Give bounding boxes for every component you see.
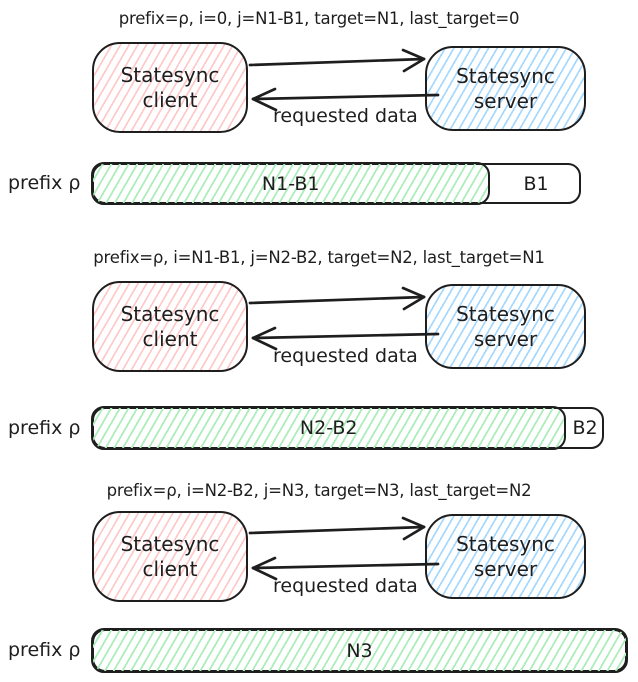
server-label-line2: server — [473, 326, 538, 351]
client-label-line2: client — [142, 326, 198, 351]
client-label-line1: Statesync — [120, 531, 220, 556]
prefix-label: prefix ρ — [8, 417, 81, 439]
synced-segment-label: N2-B2 — [299, 417, 358, 439]
server-label-line2: server — [473, 88, 538, 113]
statesync-client-box: Statesync client — [92, 511, 248, 602]
server-label-line1: Statesync — [456, 301, 555, 326]
step-2-params: prefix=ρ, i=N1-B1, j=N2-B2, target=N2, l… — [93, 248, 545, 267]
remaining-segment: B2 — [568, 409, 602, 447]
state-progress-bar: N2-B2 B2 — [91, 406, 604, 450]
server-label-line2: server — [473, 556, 538, 581]
prefix-label: prefix ρ — [8, 172, 81, 194]
synced-segment-label: N3 — [346, 639, 373, 662]
synced-segment-label: N1-B1 — [261, 172, 320, 195]
statesync-client-box: Statesync client — [92, 42, 248, 133]
remaining-segment: B1 — [493, 165, 579, 202]
synced-segment: N2-B2 — [91, 406, 567, 450]
statesync-client-box: Statesync client — [92, 281, 248, 372]
state-progress-bar: N3 — [91, 628, 628, 673]
step-3-params: prefix=ρ, i=N2-B2, j=N3, target=N3, last… — [106, 481, 532, 500]
statesync-server-box: Statesync server — [425, 514, 586, 599]
synced-segment: N3 — [91, 628, 628, 673]
client-label-line1: Statesync — [120, 62, 220, 87]
client-label-line2: client — [142, 87, 198, 112]
synced-segment: N1-B1 — [91, 162, 491, 205]
step-1-params: prefix=ρ, i=0, j=N1-B1, target=N1, last_… — [118, 9, 520, 28]
client-label-line1: Statesync — [120, 301, 220, 326]
response-arrow-label: requested data — [273, 105, 418, 127]
statesync-server-box: Statesync server — [425, 284, 586, 369]
remaining-segment-label: B2 — [572, 417, 598, 439]
remaining-segment-label: B1 — [523, 172, 549, 195]
statesync-server-box: Statesync server — [425, 46, 586, 131]
server-label-line1: Statesync — [456, 63, 555, 88]
request-arrow — [248, 516, 426, 541]
server-label-line1: Statesync — [456, 531, 555, 556]
request-arrow — [248, 48, 426, 73]
request-arrow — [248, 286, 426, 311]
client-label-line2: client — [142, 556, 198, 581]
state-progress-bar: N1-B1 B1 — [91, 162, 581, 205]
response-arrow-label: requested data — [273, 575, 418, 597]
response-arrow-label: requested data — [273, 345, 418, 367]
prefix-label: prefix ρ — [8, 639, 81, 661]
